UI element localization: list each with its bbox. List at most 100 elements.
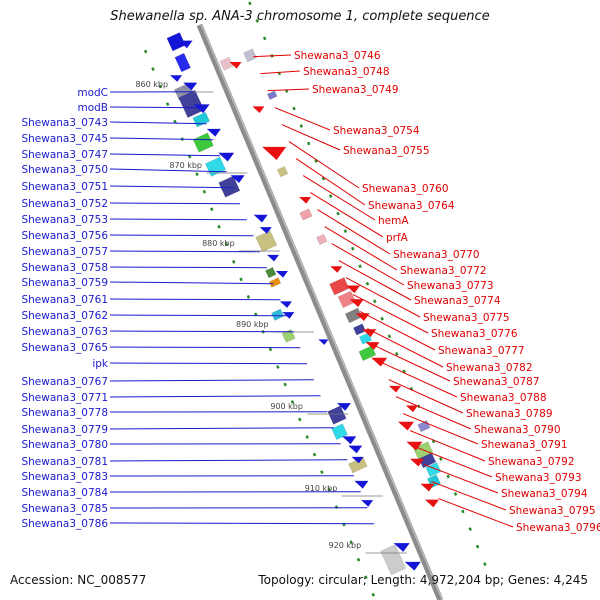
right-leader-0 bbox=[253, 54, 292, 58]
right-label-Shewana3_0790: Shewana3_0790 bbox=[474, 424, 561, 436]
gene-block-6 bbox=[205, 156, 227, 177]
gene-block-1 bbox=[174, 52, 191, 73]
right-label-Shewana3_0748: Shewana3_0748 bbox=[303, 66, 390, 78]
left-label-Shewana3_0752: Shewana3_0752 bbox=[21, 198, 108, 210]
reverse-arrow-1 bbox=[170, 75, 183, 82]
forward-arrow-6 bbox=[349, 299, 364, 307]
forward-arrow-13 bbox=[398, 421, 415, 431]
gene-block-19 bbox=[266, 90, 278, 100]
chromosome-backbone bbox=[196, 23, 444, 600]
left-leader-13 bbox=[109, 298, 281, 301]
gene-block-26 bbox=[352, 323, 367, 336]
kbp-mark-1: 870 kbp bbox=[169, 161, 202, 170]
left-leader-23 bbox=[109, 459, 348, 462]
forward-arrow-10 bbox=[371, 357, 388, 367]
right-label-Shewana3_0764: Shewana3_0764 bbox=[368, 200, 455, 212]
left-label-Shewana3_0781: Shewana3_0781 bbox=[21, 456, 108, 468]
kbp-mark-5: 910 kbp bbox=[305, 484, 338, 493]
forward-arrow-14 bbox=[406, 441, 423, 451]
gene-block-25 bbox=[344, 307, 363, 324]
left-label-Shewana3_0750: Shewana3_0750 bbox=[21, 164, 108, 176]
right-label-Shewana3_0787: Shewana3_0787 bbox=[453, 376, 540, 388]
right-label-Shewana3_0746: Shewana3_0746 bbox=[294, 50, 381, 62]
left-label-Shewana3_0780: Shewana3_0780 bbox=[21, 439, 108, 451]
forward-arrow-7 bbox=[355, 313, 370, 321]
right-label-Shewana3_0793: Shewana3_0793 bbox=[495, 472, 582, 484]
reverse-arrow-20 bbox=[393, 543, 410, 552]
forward-arrow-17 bbox=[424, 499, 439, 508]
forward-arrow-3 bbox=[299, 197, 312, 204]
gene-block-24 bbox=[337, 290, 357, 309]
forward-arrow-11 bbox=[388, 385, 401, 393]
left-leader-7 bbox=[109, 202, 241, 205]
left-label-modC: modC bbox=[77, 87, 108, 99]
right-leader-2 bbox=[267, 88, 310, 92]
reverse-arrow-4 bbox=[206, 128, 221, 137]
right-leader-16 bbox=[367, 328, 444, 368]
right-label-Shewana3_0775: Shewana3_0775 bbox=[423, 312, 510, 324]
left-label-Shewana3_0786: Shewana3_0786 bbox=[21, 518, 108, 530]
left-leader-5 bbox=[109, 168, 227, 173]
reverse-arrow-2 bbox=[183, 82, 198, 91]
left-leader-19 bbox=[109, 395, 321, 398]
right-leader-20 bbox=[395, 396, 472, 430]
left-leader-3 bbox=[109, 137, 214, 141]
forward-arrow-9 bbox=[365, 342, 380, 350]
right-leader-4 bbox=[281, 124, 341, 151]
reverse-arrow-8 bbox=[259, 227, 272, 234]
left-label-Shewana3_0767: Shewana3_0767 bbox=[21, 376, 108, 388]
left-label-Shewana3_0779: Shewana3_0779 bbox=[21, 424, 108, 436]
left-label-Shewana3_0763: Shewana3_0763 bbox=[21, 326, 108, 338]
right-label-Shewana3_0792: Shewana3_0792 bbox=[488, 456, 575, 468]
left-label-Shewana3_0771: Shewana3_0771 bbox=[21, 392, 108, 404]
reverse-arrow-13 bbox=[318, 339, 329, 345]
right-leader-10 bbox=[324, 226, 398, 271]
left-leader-10 bbox=[109, 250, 261, 253]
reverse-arrow-21 bbox=[404, 561, 421, 571]
reverse-arrow-18 bbox=[354, 480, 369, 489]
left-leader-2 bbox=[109, 121, 207, 125]
right-leader-7 bbox=[302, 175, 376, 221]
right-leader-6 bbox=[295, 158, 366, 206]
right-leader-19 bbox=[388, 379, 464, 414]
gene-block-14 bbox=[331, 423, 348, 441]
right-label-prfA: prfA bbox=[386, 232, 409, 244]
gene-block-0 bbox=[166, 32, 186, 52]
reverse-arrow-16 bbox=[348, 445, 363, 454]
kbp-mark-6: 920 kbp bbox=[329, 541, 362, 550]
right-label-Shewana3_0770: Shewana3_0770 bbox=[393, 249, 480, 261]
gene-block-18 bbox=[243, 48, 258, 63]
left-label-Shewana3_0745: Shewana3_0745 bbox=[21, 133, 108, 145]
reverse-arrow-9 bbox=[266, 254, 279, 262]
left-label-Shewana3_0751: Shewana3_0751 bbox=[21, 181, 108, 193]
reverse-arrow-14 bbox=[336, 403, 351, 411]
left-leader-6 bbox=[109, 185, 234, 189]
right-leader-24 bbox=[424, 464, 499, 494]
forward-arrow-0 bbox=[229, 62, 242, 69]
left-leader-14 bbox=[109, 314, 287, 317]
gene-block-9 bbox=[265, 266, 277, 279]
right-leader-17 bbox=[374, 345, 451, 382]
right-leader-23 bbox=[417, 447, 493, 478]
gene-block-20 bbox=[276, 165, 289, 178]
gene-block-28 bbox=[358, 345, 377, 362]
reverse-arrow-15 bbox=[342, 436, 357, 445]
right-label-Shewana3_0777: Shewana3_0777 bbox=[438, 345, 525, 357]
accession-text: Accession: NC_008577 bbox=[10, 573, 147, 587]
kbp-mark-4: 900 kbp bbox=[270, 402, 303, 411]
right-label-Shewana3_0796: Shewana3_0796 bbox=[516, 522, 600, 534]
kbp-mark-0: 860 kbp bbox=[135, 80, 168, 89]
right-label-Shewana3_0794: Shewana3_0794 bbox=[501, 488, 588, 500]
reverse-arrow-0 bbox=[178, 40, 193, 49]
kbp-mark-3: 890 kbp bbox=[236, 320, 269, 329]
right-label-Shewana3_0773: Shewana3_0773 bbox=[407, 280, 494, 292]
reverse-arrow-19 bbox=[361, 500, 374, 507]
right-leader-22 bbox=[409, 430, 486, 462]
reverse-arrow-17 bbox=[351, 456, 364, 464]
left-label-Shewana3_0753: Shewana3_0753 bbox=[21, 214, 108, 226]
right-label-Shewana3_0760: Shewana3_0760 bbox=[362, 183, 449, 195]
left-leader-12 bbox=[109, 281, 274, 285]
left-label-Shewana3_0757: Shewana3_0757 bbox=[21, 246, 108, 258]
left-leader-1 bbox=[109, 106, 200, 109]
gene-block-23 bbox=[329, 277, 350, 296]
